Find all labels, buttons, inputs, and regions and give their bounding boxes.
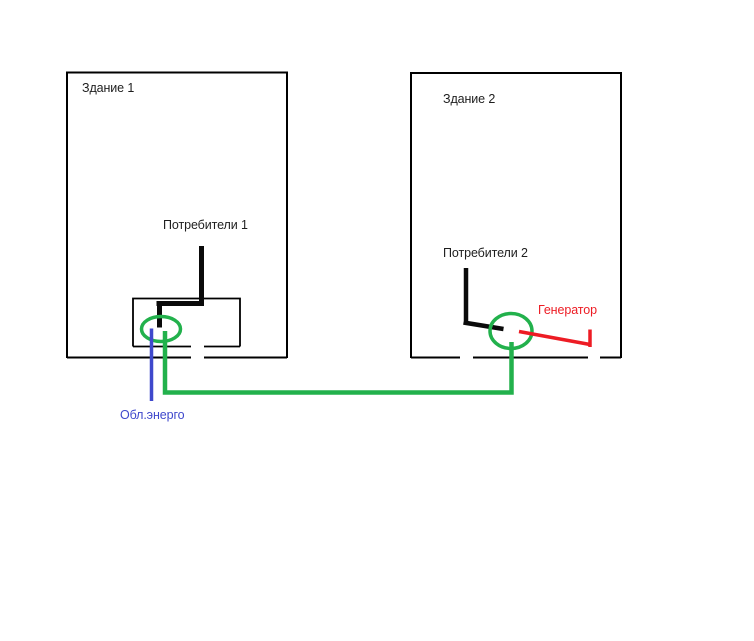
generator-wire: [518, 329, 592, 347]
consumers-1-wire: [156, 246, 204, 328]
consumers-1-label: Потребители 1: [163, 218, 248, 232]
building-2-outline: [410, 72, 622, 358]
building-1-outline: [66, 71, 288, 358]
grid-supply-label: Обл.энерго: [120, 408, 185, 422]
consumers-2-label: Потребители 2: [443, 246, 528, 260]
intertie-cable-wire: [162, 331, 514, 395]
building-2-label: Здание 2: [443, 92, 496, 106]
consumers-2-wire: [463, 268, 504, 332]
building-1-label: Здание 1: [82, 81, 135, 95]
connection-point-1-circle: [139, 314, 183, 344]
switchbox-outline: [132, 297, 241, 347]
generator-label: Генератор: [538, 303, 597, 317]
